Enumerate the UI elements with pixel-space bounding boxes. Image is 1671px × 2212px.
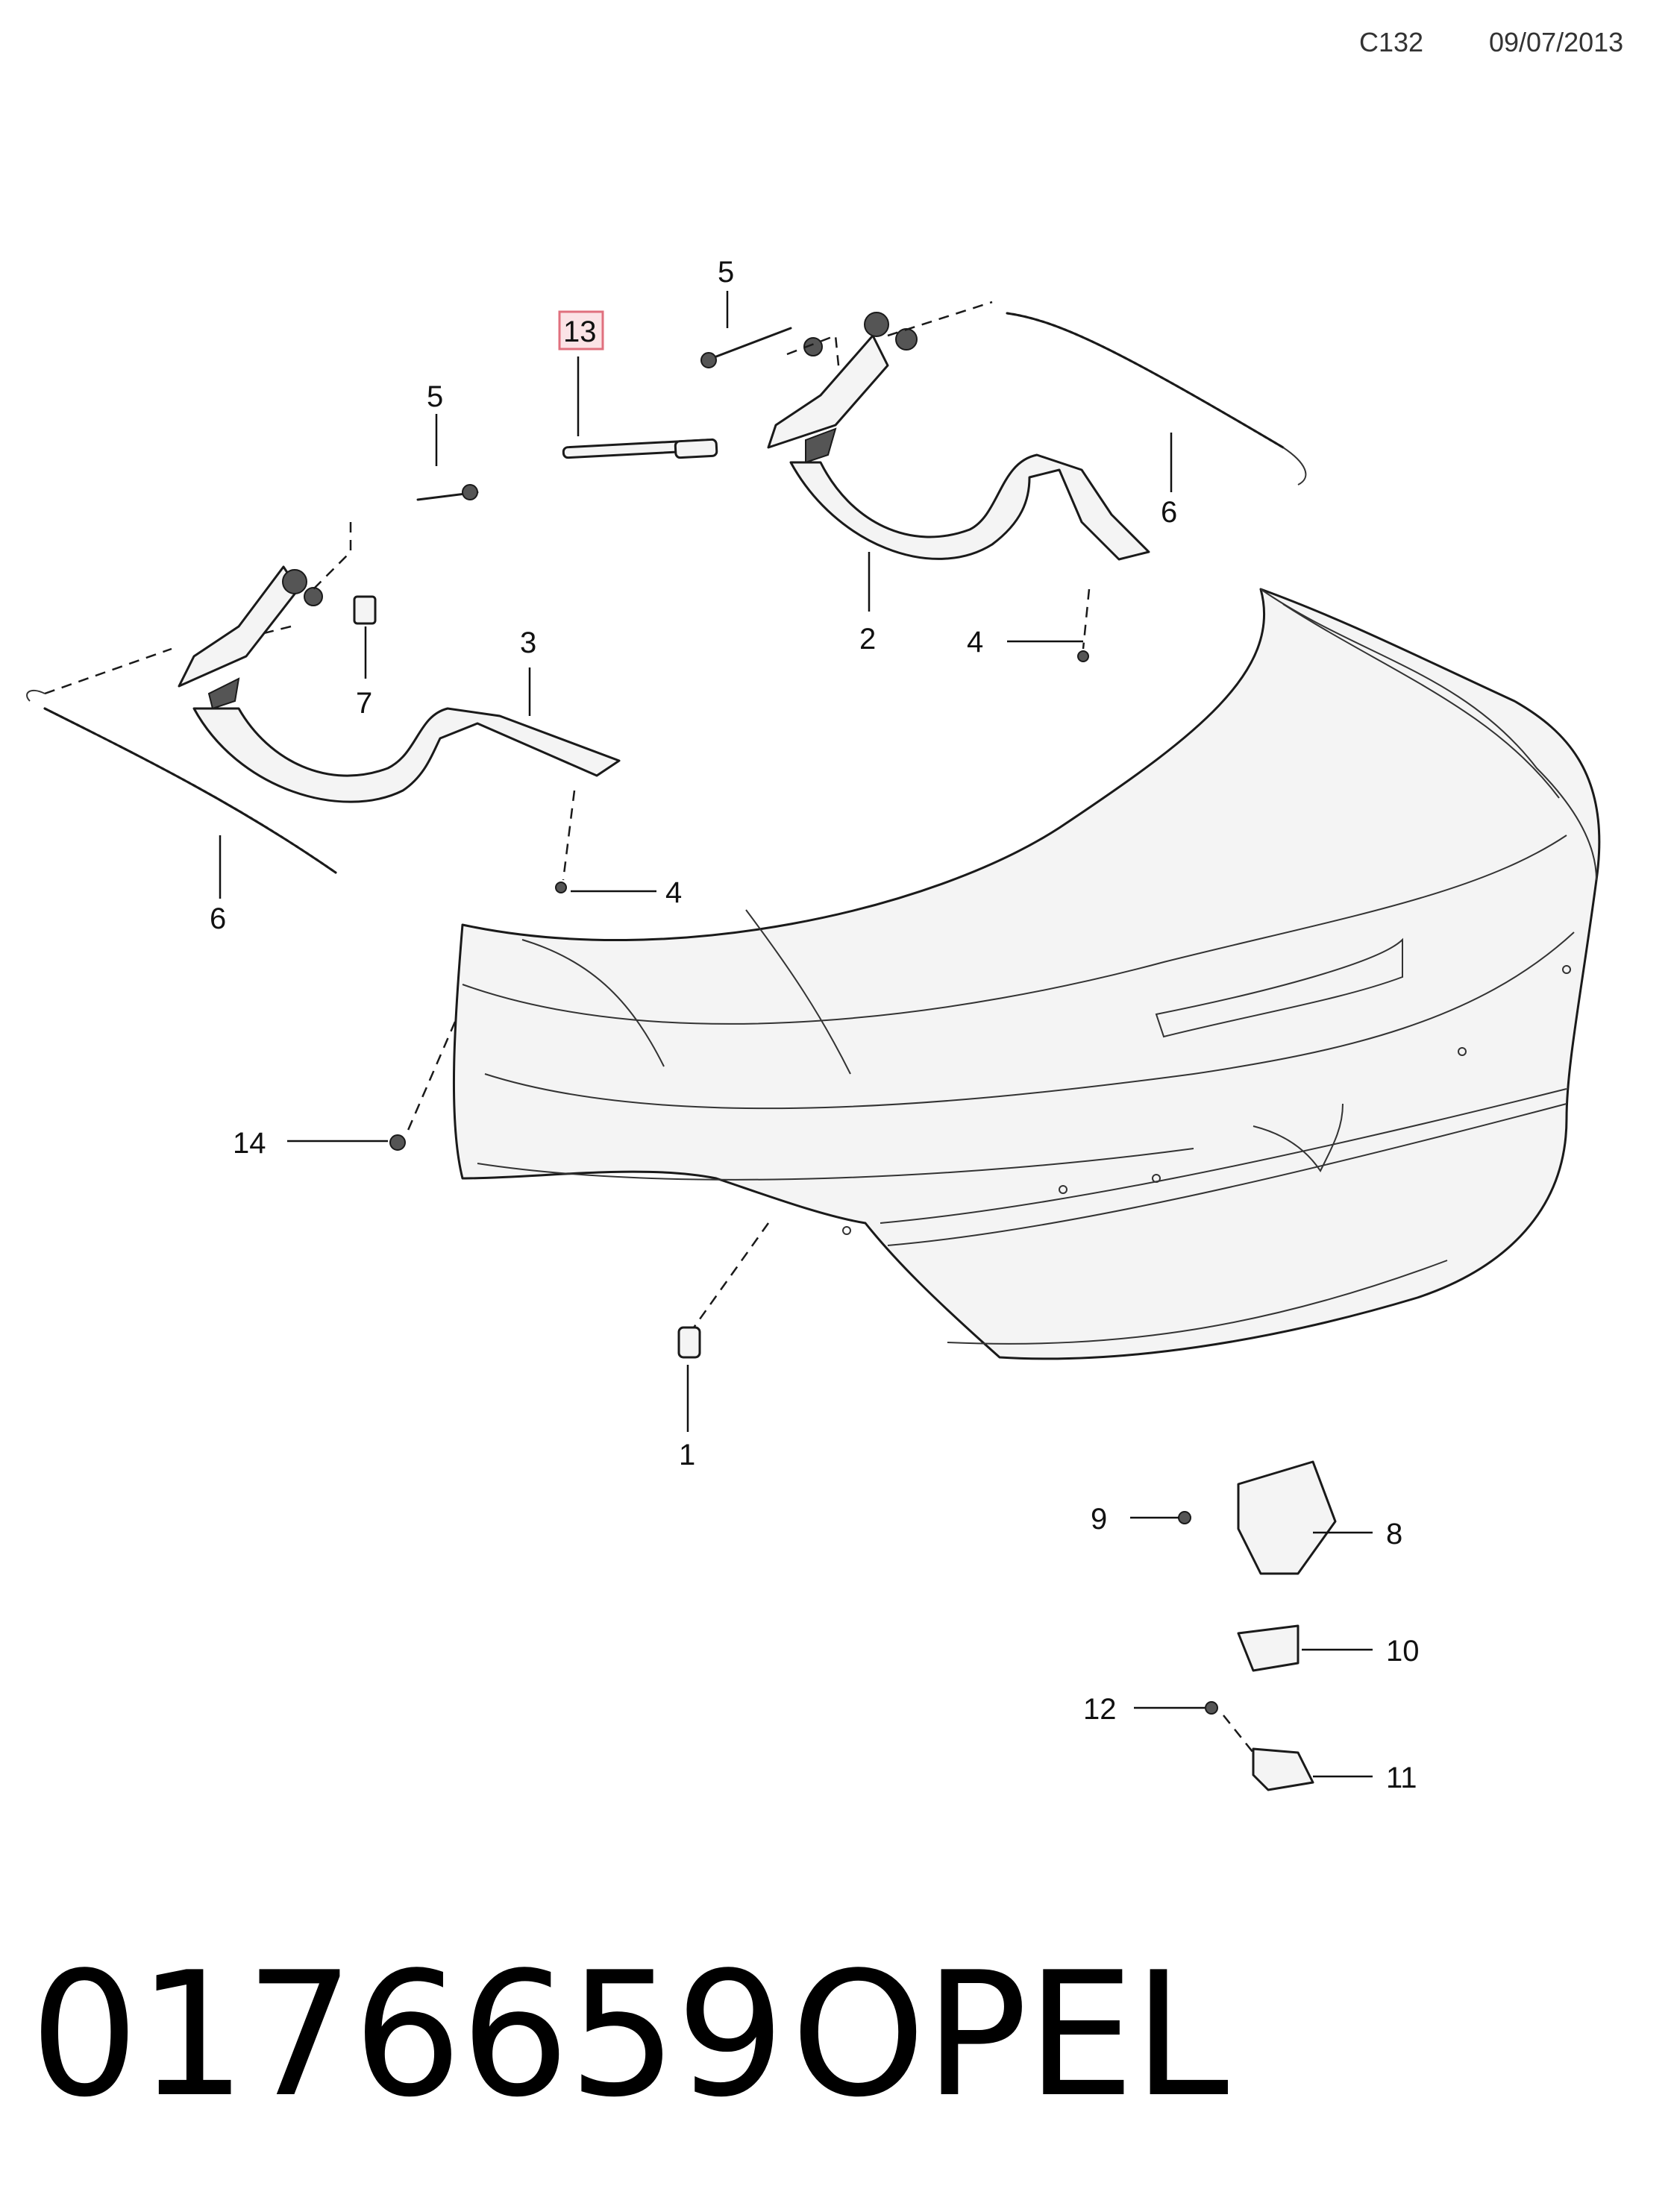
callout-12: 12: [1083, 1693, 1117, 1726]
trunk-lid: [452, 588, 1601, 1360]
callout-1: 1: [679, 1439, 695, 1471]
callout-3: 3: [520, 626, 536, 659]
hardware: [353, 327, 1337, 1791]
leader-lines: [219, 291, 1373, 1778]
callout-8: 8: [1386, 1518, 1402, 1550]
callout-6: 6: [1161, 496, 1177, 529]
callout-5: 5: [427, 380, 443, 413]
left-spring: [26, 689, 337, 874]
gas-strut: [562, 438, 718, 459]
callout-13: 13: [563, 315, 597, 348]
callout-2: 2: [859, 623, 876, 656]
part-number: 0176659: [30, 1936, 785, 2135]
callout-6: 6: [210, 902, 226, 935]
callout-11: 11: [1386, 1762, 1417, 1794]
parts-diagram: 5 13 5 6 2 4 3 7 6 4 14 1 9 8 10 12 11: [26, 256, 1601, 1794]
right-spring: [1006, 312, 1307, 486]
right-hinge: [767, 312, 1150, 561]
callout-9: 9: [1091, 1503, 1107, 1536]
callout-10: 10: [1386, 1635, 1420, 1668]
assembly-lines: [44, 301, 1254, 1753]
callout-4: 4: [665, 876, 682, 909]
callout-5: 5: [718, 256, 734, 289]
diagram-date: 09/07/2013: [1489, 27, 1624, 57]
brand-name: OPEL: [791, 1936, 1229, 2135]
callout-labels: 5 13 5 6 2 4 3 7 6 4 14 1 9 8 10 12 11: [210, 256, 1420, 1794]
left-hinge: [178, 565, 621, 803]
callout-13-highlight: [558, 310, 604, 351]
callout-14: 14: [233, 1127, 266, 1160]
callout-7: 7: [356, 687, 372, 720]
diagram-code: C132: [1359, 27, 1424, 57]
callout-4: 4: [967, 626, 983, 659]
